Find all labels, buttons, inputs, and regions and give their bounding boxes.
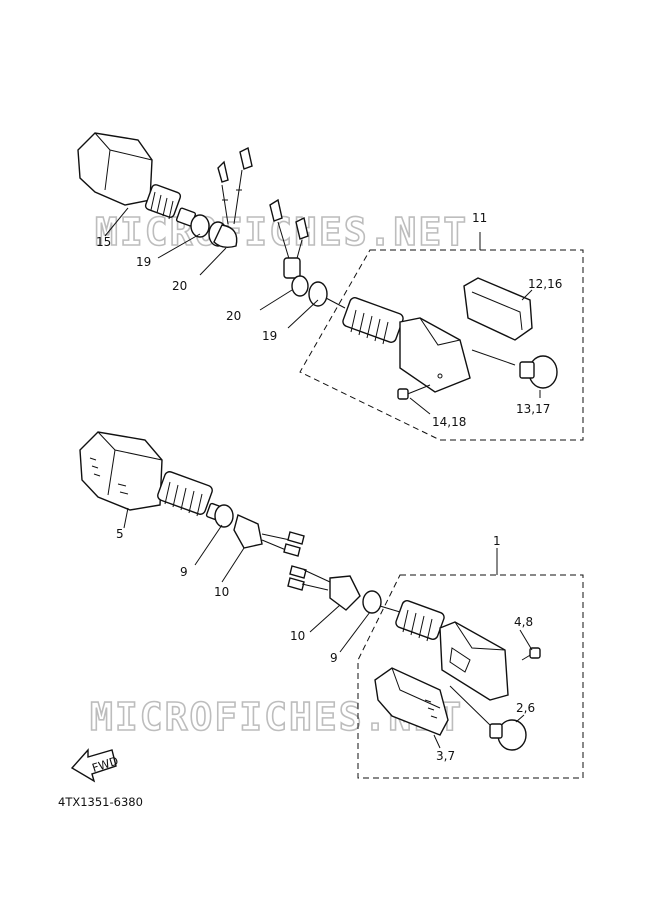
flasher-assembly-rear-right: [269, 198, 584, 441]
callout-5: 5: [116, 527, 124, 541]
callout-12-16: 12,16: [528, 277, 562, 291]
forward-direction-arrow: FWD: [70, 748, 120, 783]
callout-15: 15: [96, 235, 111, 249]
callout-10-lower-right: 10: [290, 629, 305, 643]
callout-20-upper-right: 20: [226, 309, 241, 323]
flasher-assembly-front-right: [287, 565, 584, 779]
callout-19-upper-right: 19: [262, 329, 277, 343]
flasher-assembly-front-left: [79, 431, 305, 557]
flasher-assembly-rear-left: [77, 132, 253, 249]
diagram-code: 4TX1351-6380: [58, 795, 143, 809]
callout-19-upper-left: 19: [136, 255, 151, 269]
callout-2-6: 2,6: [516, 701, 535, 715]
callout-4-8: 4,8: [514, 615, 533, 629]
callout-20-upper-left: 20: [172, 279, 187, 293]
callout-10-lower-left: 10: [214, 585, 229, 599]
callout-13-17: 13,17: [516, 402, 550, 416]
callout-9-lower-left: 9: [180, 565, 188, 579]
callout-1: 1: [493, 534, 501, 548]
callout-11: 11: [472, 211, 487, 225]
leader-lines: [104, 207, 541, 749]
callout-3-7: 3,7: [436, 749, 455, 763]
callout-14-18: 14,18: [432, 415, 466, 429]
callout-9-lower-right: 9: [330, 651, 338, 665]
